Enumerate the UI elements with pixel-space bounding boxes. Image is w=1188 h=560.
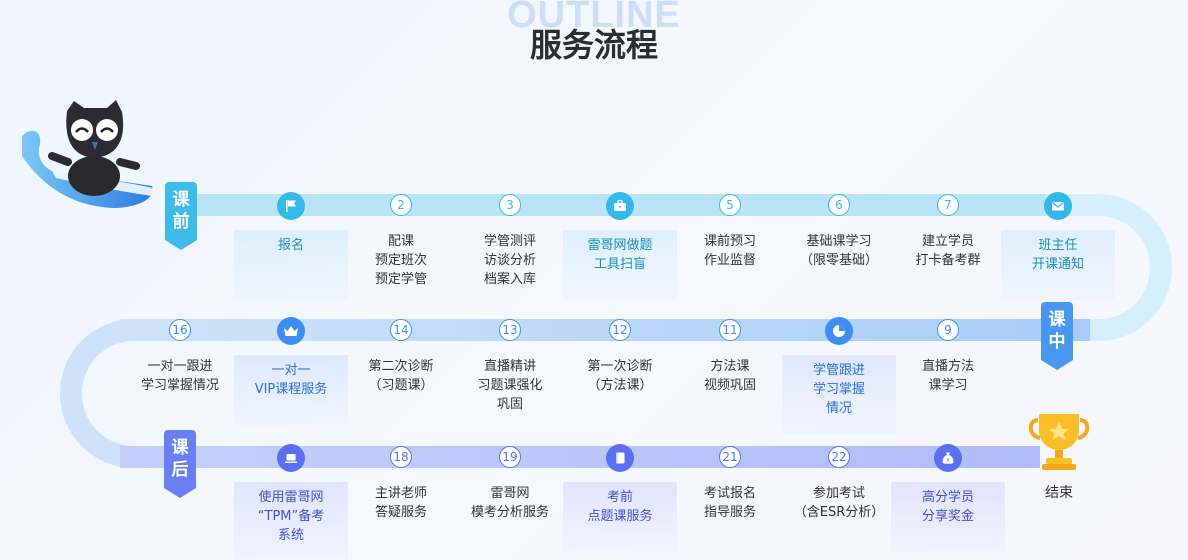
step-label: 报名: [234, 230, 348, 300]
step-6: 6 基础课学习 （限零基础）: [789, 192, 889, 286]
step-vip: 一对一 VIP课程服务: [234, 317, 348, 425]
end-label: 结束: [1045, 485, 1073, 501]
step-label: 主讲老师 答疑服务: [374, 486, 427, 520]
step-3: 3 学管测评 访谈分析 档案入库: [460, 192, 560, 305]
stage-label: 课: [171, 438, 189, 458]
stage-tag-after: 课 后: [164, 430, 196, 498]
briefcase-icon: [606, 192, 634, 220]
page-title: 服务流程: [529, 26, 658, 64]
step-label: 方法课 视频巩固: [703, 359, 756, 393]
step-class-notice: 班主任 开课通知: [1001, 192, 1115, 300]
stage-label: 中: [1048, 332, 1066, 352]
pie-chart-icon: [825, 317, 853, 345]
stage-label: 课: [1048, 310, 1066, 330]
step-register: 报名: [234, 192, 348, 300]
track-after: [120, 446, 1040, 468]
stage-tag-during: 课 中: [1041, 302, 1073, 370]
step-number: 22: [828, 446, 850, 468]
svg-text:¥: ¥: [946, 458, 949, 464]
step-label: 第二次诊断 （习题课）: [368, 359, 434, 393]
step-12: 12 第一次诊断 （方法课）: [570, 317, 670, 411]
step-tool-intro: 雷哥网做题 工具扫盲: [563, 192, 677, 300]
step-label: 直播方法 课学习: [921, 359, 974, 393]
step-14: 14 第二次诊断 （习题课）: [351, 317, 451, 411]
step-7: 7 建立学员 打卡备考群: [898, 192, 998, 286]
step-22: 22 参加考试 （含ESR分析）: [789, 444, 889, 538]
step-label: 考试报名 指导服务: [703, 486, 756, 520]
step-label: 使用雷哥网 “TPM”备考 系统: [234, 482, 348, 560]
step-bonus: ¥ 高分学员 分享奖金: [891, 444, 1005, 552]
step-label: 一对一 VIP课程服务: [234, 355, 348, 425]
step-number: 7: [937, 194, 959, 216]
step-label: 一对一跟进 学习掌握情况: [140, 359, 219, 393]
step-18: 18 主讲老师 答疑服务: [351, 444, 451, 538]
step-label: 基础课学习 （限零基础）: [799, 234, 878, 268]
trophy-icon: [1028, 414, 1090, 470]
step-label: 班主任 开课通知: [1001, 230, 1115, 300]
step-number: 19: [499, 446, 521, 468]
step-9: 9 直播方法 课学习: [898, 317, 998, 411]
stage-label: 后: [171, 460, 189, 480]
stage-tag-before: 课 前: [165, 182, 197, 250]
step-label: 课前预习 作业监督: [703, 234, 756, 268]
step-11: 11 方法课 视频巩固: [680, 317, 780, 411]
step-2: 2 配课 预定班次 预定学管: [351, 192, 451, 305]
stage-label: 前: [172, 212, 190, 232]
step-label: 参加考试 （含ESR分析）: [793, 486, 885, 520]
step-number: 13: [499, 319, 521, 341]
step-label: 直播精讲 习题课强化 巩固: [477, 359, 543, 412]
step-label: 考前 点题课服务: [563, 482, 677, 552]
crown-icon: [277, 317, 305, 345]
step-pre-exam-class: 考前 点题课服务: [563, 444, 677, 552]
step-label: 雷哥网做题 工具扫盲: [563, 230, 677, 300]
step-16: 16 一对一跟进 学习掌握情况: [130, 317, 230, 411]
step-number: 18: [390, 446, 412, 468]
step-21: 21 考试报名 指导服务: [680, 444, 780, 538]
step-5: 5 课前预习 作业监督: [680, 192, 780, 286]
step-tpm-system: 使用雷哥网 “TPM”备考 系统: [234, 444, 348, 560]
step-label: 学管跟进 学习掌握 情况: [782, 355, 896, 434]
step-number: 14: [390, 319, 412, 341]
step-label: 雷哥网 模考分析服务: [470, 486, 549, 520]
step-label: 高分学员 分享奖金: [891, 482, 1005, 552]
step-label: 配课 预定班次 预定学管: [374, 234, 427, 287]
step-number: 9: [937, 319, 959, 341]
step-number: 3: [499, 194, 521, 216]
flag-icon: [277, 192, 305, 220]
step-label: 学管测评 访谈分析 档案入库: [483, 234, 536, 287]
step-label: 建立学员 打卡备考群: [915, 234, 981, 268]
step-label: 第一次诊断 （方法课）: [587, 359, 653, 393]
book-icon: [606, 444, 634, 472]
step-number: 12: [609, 319, 631, 341]
step-number: 11: [719, 319, 741, 341]
laptop-icon: [277, 444, 305, 472]
step-13: 13 直播精讲 习题课强化 巩固: [460, 317, 560, 430]
step-19: 19 雷哥网 模考分析服务: [460, 444, 560, 538]
step-number: 5: [719, 194, 741, 216]
step-number: 2: [390, 194, 412, 216]
step-number: 16: [169, 319, 191, 341]
step-tutor-followup: 学管跟进 学习掌握 情况: [782, 317, 896, 434]
step-number: 21: [719, 446, 741, 468]
money-bag-icon: ¥: [934, 444, 962, 472]
owl-mascot-icon: [22, 100, 154, 208]
mail-icon: [1044, 192, 1072, 220]
stage-label: 课: [172, 190, 190, 210]
step-number: 6: [828, 194, 850, 216]
outline-watermark: OUTLINE: [507, 0, 681, 36]
